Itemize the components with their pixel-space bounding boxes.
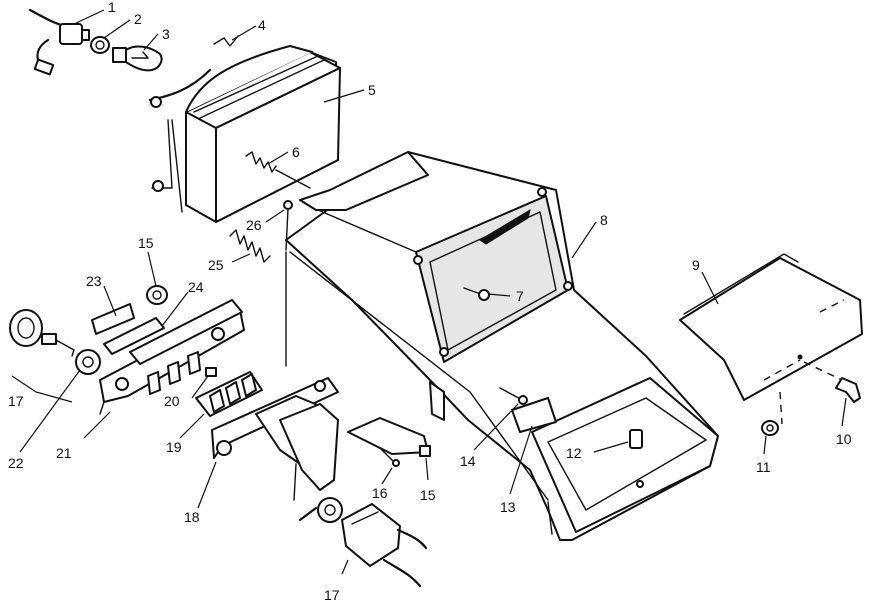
part-5-headlight-housing	[148, 45, 341, 223]
part-23-label	[91, 303, 135, 335]
part-8-hood	[285, 151, 719, 541]
callout-9: 9	[692, 257, 700, 273]
part-17-connector-lower	[298, 497, 428, 588]
part-19-switch-block	[195, 371, 263, 417]
callout-19: 19	[166, 439, 182, 455]
part-2-socket-nut	[90, 36, 110, 54]
callout-2: 2	[134, 11, 142, 27]
callout-13: 13	[500, 499, 516, 515]
callout-26: 26	[246, 217, 262, 233]
callout-14: 14	[460, 453, 476, 469]
part-7-screw	[463, 287, 490, 301]
callout-21: 21	[56, 445, 72, 461]
part-9-cover-plate	[679, 253, 863, 401]
callout-15-lower: 15	[420, 487, 436, 503]
callout-16: 16	[372, 485, 388, 501]
part-17-key	[9, 309, 75, 357]
callout-24: 24	[188, 279, 204, 295]
part-20-switch	[205, 367, 217, 377]
callout-4: 4	[258, 17, 266, 33]
callout-22: 22	[8, 455, 24, 471]
part-22-key-switch	[75, 349, 101, 375]
part-12-clip	[629, 429, 643, 449]
callout-11: 11	[756, 459, 771, 475]
callout-23: 23	[86, 273, 102, 289]
part-3-bulb	[112, 45, 163, 72]
callout-10: 10	[836, 431, 852, 447]
callout-labels: 1 2 3 4 5 6 7 8 9 10 11 12 13 14 15 15 1…	[8, 0, 852, 603]
part-1-wire-connector	[28, 8, 90, 76]
callout-17-upper: 17	[8, 393, 24, 409]
part-4-clip	[213, 35, 239, 47]
callout-7: 7	[516, 288, 524, 304]
callout-15-upper: 15	[138, 235, 154, 251]
part-13-decal	[511, 397, 557, 433]
part-26-screw	[283, 200, 293, 367]
part-24-plate	[103, 317, 165, 355]
part-11-grommet	[761, 391, 783, 436]
callout-5: 5	[368, 82, 376, 98]
part-18-bracket	[211, 377, 339, 501]
part-10-fastener	[803, 361, 861, 403]
callout-3: 3	[162, 26, 170, 42]
callout-8: 8	[600, 212, 608, 228]
callout-12: 12	[566, 445, 582, 461]
part-14-screw	[499, 387, 528, 405]
callout-6: 6	[292, 144, 300, 160]
part-16-spring-pin	[379, 447, 400, 467]
callout-1: 1	[108, 0, 116, 15]
callout-25: 25	[208, 257, 224, 273]
callout-17-lower: 17	[324, 587, 340, 603]
callout-18: 18	[184, 509, 200, 525]
part-15-switch-lever	[347, 417, 431, 457]
part-15-bushing-upper	[146, 285, 168, 305]
part-6-spring	[245, 151, 311, 189]
part-21-bracket	[99, 299, 245, 415]
callout-20: 20	[164, 393, 180, 409]
callout-leaders	[11, 9, 847, 575]
part-25-spring	[229, 229, 271, 263]
